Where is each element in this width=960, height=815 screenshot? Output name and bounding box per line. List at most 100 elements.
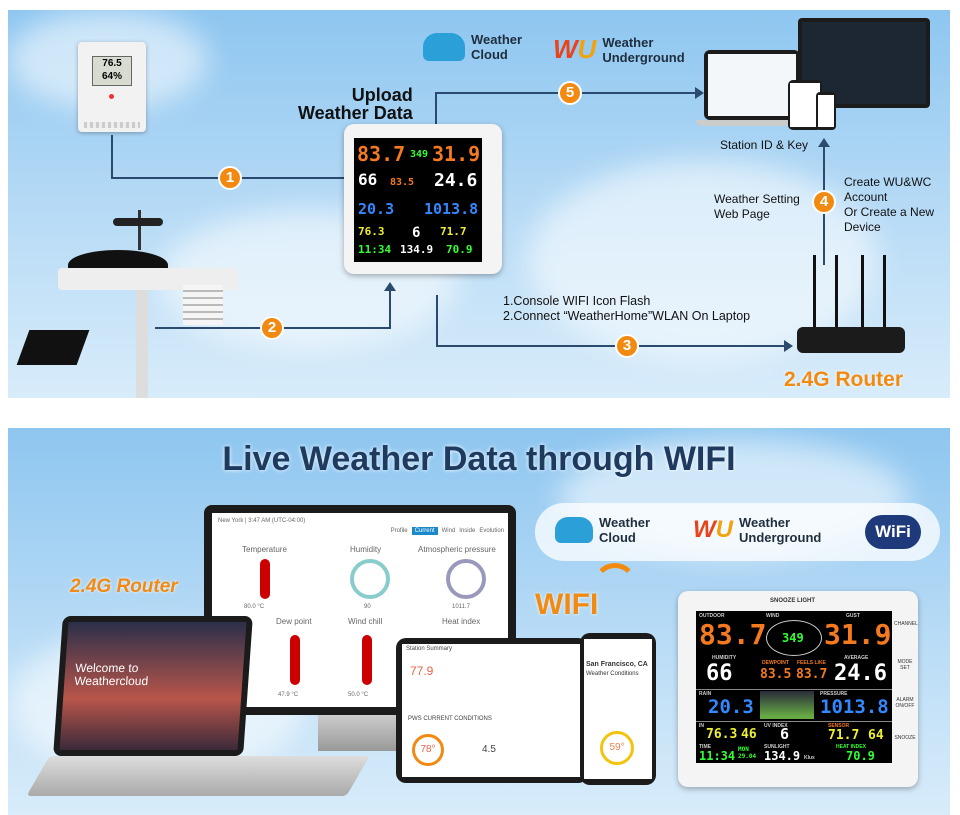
setup-diagram-panel: 76.5 64% 1 2 3 4 5 Upload Weather Data 8… [8,10,950,398]
phone-sub: Weather Conditions [586,671,639,677]
value-dewpoint: 83.5 [760,667,792,682]
hum-value: 90 [364,604,371,610]
pressure-gauge [446,559,486,599]
press-value: 1011.7 [452,604,470,610]
console-top-ch: 71.7 [440,225,467,238]
web-page-line-1: Weather Setting [714,192,800,206]
laptop-welcome: Welcome to Weathercloud [73,661,149,688]
sensor-temp: 76.5 [102,58,122,69]
panel-windchill: Wind chill [348,617,383,626]
label-sunlight: SUNLIGHT [764,744,790,750]
value-sensor-hum: 64 [868,728,884,743]
value-in-hum: 46 [741,727,757,742]
setup-instructions: 1.Console WIFI Icon Flash 2.Connect “Wea… [503,294,750,324]
step-1-badge: 1 [218,166,242,190]
console-top-dir: 349 [410,149,429,160]
tab-inside[interactable]: Inside [459,528,476,534]
laptop-keyboard [26,756,370,796]
phone-temp: 59° [600,731,634,765]
tablet-gauge: 78° [412,734,444,766]
label-wind: WIND [766,613,780,619]
outdoor-sensor: 76.5 64% [78,42,146,132]
create-line-2: Account [844,190,888,204]
value-sensor-temp: 71.7 [828,728,860,743]
channel-button[interactable]: CHANNEL [894,621,918,627]
value-temp: 83.7 [699,618,767,651]
label-pressure: PRESSURE [820,691,848,697]
bottom-router-label: 2.4G Router [70,576,178,597]
create-account-label: Create WU&WC Account Or Create a New Dev… [844,175,934,235]
upload-line-2: Weather Data [298,103,413,123]
wc2-line-1: Weather [599,515,651,530]
wc2-line-2: Cloud [599,530,636,545]
alarm-button[interactable]: ALARM ON/OFF [895,697,915,709]
value-pressure: 1013.8 [820,696,889,718]
label-in: IN [699,723,704,729]
console-display: SNOOZE LIGHT OUTDOOR WIND GUST 83.7 349 … [678,591,918,787]
tab-wind[interactable]: Wind [441,528,456,534]
tablet-wind: 4.5 [482,744,496,755]
laptop: Welcome to Weathercloud [53,616,253,756]
windchill-thermometer-icon [362,635,372,685]
humidity-gauge [350,559,390,599]
panel-dewpoint: Dew point [276,617,312,626]
mode-set-button[interactable]: MODE SET [897,659,913,671]
weather-station-sensor [16,210,238,398]
value-sunlight-unit: Klux [804,755,815,761]
dewpoint-thermometer-icon [290,635,300,685]
wifi-signal-icon [593,563,637,607]
label-sensor: SENSOR [828,723,850,729]
router-icon [793,255,908,355]
tab-profile[interactable]: Profile [390,528,408,534]
value-heat: 70.9 [846,749,875,763]
console-top-sun: 134.9 [400,243,434,256]
wu-icon: WU [553,34,597,64]
tab-current[interactable]: Current [411,527,438,535]
cloud-icon [423,33,465,61]
console-top-press: 1013.8 [424,200,479,218]
wu-line-1: Weather [602,34,654,50]
wu2-line-2: Underground [739,530,822,545]
console-brand: SNOOZE LIGHT [770,598,815,604]
upload-line-1: Upload [351,85,413,105]
panel-pressure: Atmospheric pressure [418,545,496,554]
thermometer-icon [260,559,270,599]
router-label: 2.4G Router [784,368,904,391]
label-dewpoint: DEWPOINT [762,660,789,666]
console-top-gust: 31.9 [432,142,481,166]
wc-line-2: Cloud [471,47,508,62]
phone-location: San Francisco, CA [586,661,648,668]
snooze-button[interactable]: SNOOZE [894,735,916,741]
instruction-2: 2.Connect “WeatherHome”WLAN On Laptop [503,309,751,323]
live-data-panel: Live Weather Data through WIFI New York … [8,428,950,815]
console-top-rain: 20.3 [358,200,395,218]
dashboard-header: New York | 3:47 AM (UTC-04:00) [218,518,306,524]
section-title: Live Weather Data through WIFI [222,440,736,478]
step-3-badge: 3 [615,334,639,358]
label-humidity: HUMIDITY [712,655,737,661]
sensor-hum: 64% [101,71,122,82]
label-gust: GUST [846,613,860,619]
console-top: 83.7 349 31.9 66 83.5 24.6 20.3 1013.8 7… [344,124,502,274]
panel-humidity: Humidity [350,545,382,554]
value-clock: 11:34 [699,749,736,763]
label-rain: RAIN [699,691,712,697]
wu-icon: WU [693,516,733,543]
console-top-uv: 6 [412,225,421,241]
tab-evolution[interactable]: Evolution [479,528,504,534]
wc-line-1: Weather [471,32,523,47]
value-humidity: 66 [706,661,733,686]
label-feels: FEELS LIKE [797,660,826,666]
console-top-temp: 83.7 [357,142,406,166]
tablet-title: Station Summary [406,646,453,652]
web-page-label: Weather Setting Web Page [714,192,800,222]
value-in-temp: 76.3 [706,727,738,742]
web-page-line-2: Web Page [714,207,770,221]
station-id-label: Station ID & Key [720,138,809,152]
create-line-4: Device [844,220,881,234]
tablet-temp: 77.9 [410,664,434,678]
console-top-in: 76.3 [358,225,385,238]
